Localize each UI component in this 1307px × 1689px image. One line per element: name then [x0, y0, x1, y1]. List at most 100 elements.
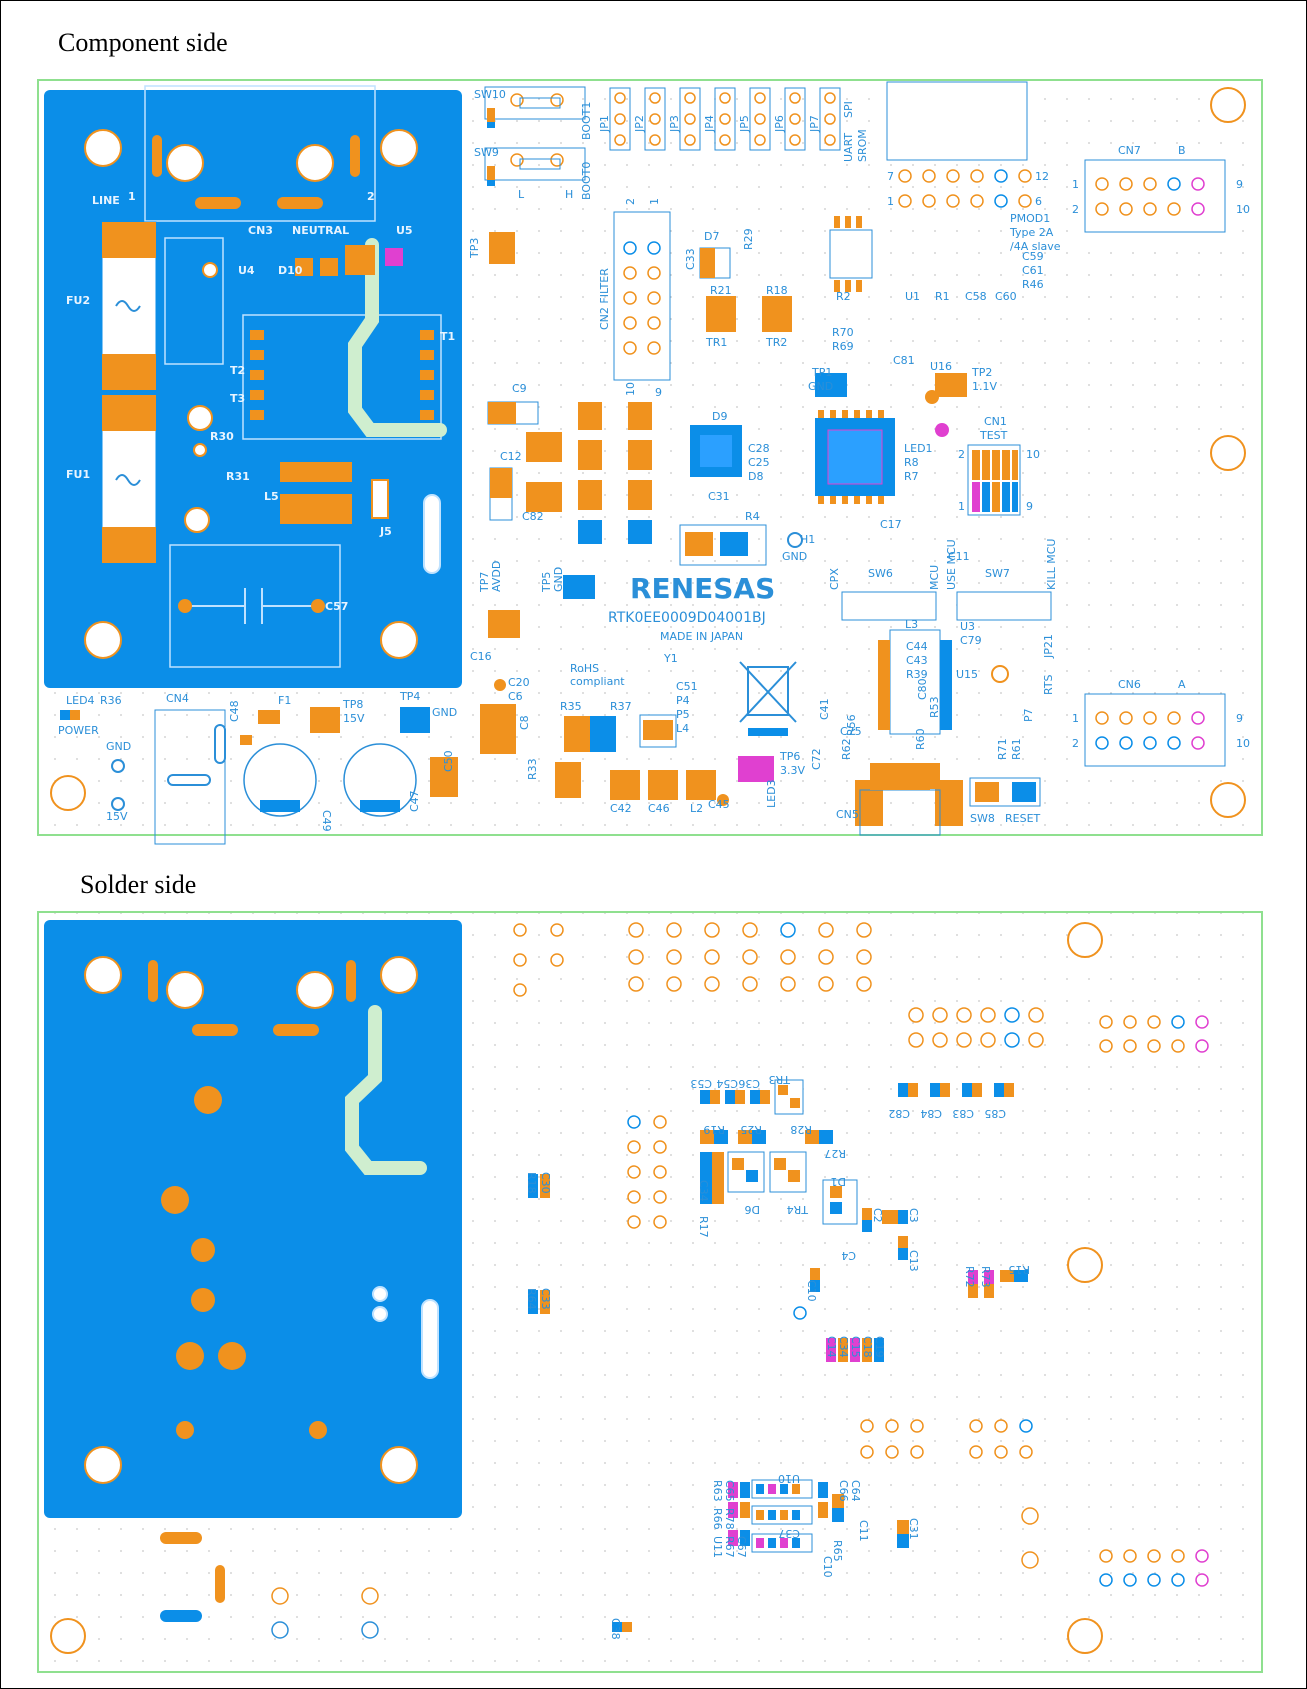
svg-text:C19: C19 — [873, 1336, 886, 1358]
svg-text:FU2: FU2 — [66, 294, 90, 307]
svg-text:C82: C82 — [888, 1107, 910, 1120]
svg-text:RoHS: RoHS — [570, 662, 599, 675]
smd-components-bottom — [528, 1079, 1028, 1632]
svg-text:SW8: SW8 — [970, 812, 995, 825]
svg-text:C79: C79 — [960, 634, 982, 647]
svg-text:R4: R4 — [745, 510, 760, 523]
svg-text:C82: C82 — [522, 510, 544, 523]
svg-text:C80: C80 — [916, 678, 929, 700]
svg-text:T2: T2 — [230, 364, 245, 377]
svg-text:R2: R2 — [836, 290, 851, 303]
svg-text:U3: U3 — [960, 620, 975, 633]
svg-text:R64: R64 — [525, 1288, 538, 1310]
svg-text:10: 10 — [624, 382, 637, 396]
svg-text:C14: C14 — [825, 1336, 838, 1358]
svg-text:R39: R39 — [906, 668, 928, 681]
svg-text:U11: U11 — [711, 1536, 724, 1558]
svg-text:Y1: Y1 — [663, 652, 678, 665]
svg-text:2: 2 — [958, 448, 965, 461]
svg-text:1: 1 — [128, 190, 136, 203]
svg-text:GND: GND — [106, 740, 131, 753]
svg-text:T1: T1 — [440, 330, 455, 343]
svg-text:R67: R67 — [723, 1536, 736, 1558]
svg-text:TP4: TP4 — [399, 690, 420, 703]
svg-text:R31: R31 — [226, 470, 250, 483]
svg-text:C60: C60 — [995, 290, 1017, 303]
svg-text:1: 1 — [1072, 712, 1079, 725]
svg-text:C75: C75 — [840, 725, 862, 738]
svg-text:P5: P5 — [676, 708, 690, 721]
svg-text:RESET: RESET — [1005, 812, 1041, 825]
solder-side-board: C53 C54 C36 C34 R19 TR3 R25 R28 R27 D6 T… — [37, 911, 1263, 1673]
svg-text:C34: C34 — [697, 1180, 710, 1202]
svg-text:C81: C81 — [893, 354, 915, 367]
svg-text:C8: C8 — [518, 715, 531, 730]
svg-text:C3: C3 — [907, 1208, 920, 1223]
svg-text:R37: R37 — [610, 700, 632, 713]
svg-text:1: 1 — [958, 500, 965, 513]
svg-text:D1: D1 — [831, 1175, 846, 1188]
svg-text:9: 9 — [1026, 500, 1033, 513]
jumper-headers — [609, 87, 841, 151]
cn1-label: CN1 — [984, 415, 1007, 428]
svg-text:R46: R46 — [1022, 278, 1044, 291]
svg-text:CN3: CN3 — [248, 224, 273, 237]
svg-text:C10: C10 — [805, 1280, 818, 1302]
svg-text:U15: U15 — [956, 668, 978, 681]
svg-text:7: 7 — [887, 170, 894, 183]
svg-text:SW6: SW6 — [868, 567, 893, 580]
svg-text:compliant: compliant — [570, 675, 625, 688]
svg-text:R71: R71 — [996, 738, 1009, 760]
svg-text:C42: C42 — [610, 802, 632, 815]
svg-text:USE MCU: USE MCU — [945, 539, 958, 590]
svg-text:C48: C48 — [228, 700, 241, 722]
pmod-label: PMOD1 — [1010, 212, 1050, 225]
svg-text:C58: C58 — [965, 290, 987, 303]
svg-text:U1: U1 — [905, 290, 920, 303]
svg-text:R1: R1 — [935, 290, 950, 303]
svg-text:KILL MCU: KILL MCU — [1045, 539, 1058, 590]
svg-text:JP1: JP1 — [598, 115, 611, 133]
svg-text:R25: R25 — [740, 1123, 762, 1136]
svg-text:12: 12 — [1035, 170, 1049, 183]
svg-text:C85: C85 — [984, 1107, 1006, 1120]
svg-text:C4: C4 — [841, 1249, 856, 1262]
svg-text:CN4: CN4 — [166, 692, 189, 705]
component-side-caption: Component side — [58, 28, 228, 57]
svg-text:FU1: FU1 — [66, 468, 90, 481]
svg-text:GND: GND — [432, 706, 457, 719]
label-neutral: NEUTRAL — [292, 224, 349, 237]
svg-text:R21: R21 — [710, 284, 732, 297]
svg-text:R15: R15 — [1008, 1263, 1030, 1276]
svg-text:JP7: JP7 — [808, 115, 821, 133]
svg-text:C25: C25 — [748, 456, 770, 469]
smd-components-top — [60, 232, 1052, 826]
svg-text:L3: L3 — [905, 618, 918, 631]
svg-text:1: 1 — [887, 195, 894, 208]
svg-text:R30: R30 — [210, 430, 234, 443]
svg-text:TP3: TP3 — [468, 238, 481, 259]
svg-text:9: 9 — [1236, 712, 1243, 725]
svg-text:C59: C59 — [1022, 250, 1044, 263]
svg-text:R27: R27 — [824, 1147, 846, 1160]
svg-text:C16: C16 — [470, 650, 492, 663]
svg-text:TR3: TR3 — [769, 1073, 791, 1086]
svg-text:C51: C51 — [676, 680, 698, 693]
svg-text:L2: L2 — [690, 802, 703, 815]
svg-text:R7: R7 — [904, 470, 919, 483]
svg-text:10: 10 — [1026, 448, 1040, 461]
svg-text:C72: C72 — [810, 748, 823, 770]
svg-text:C30: C30 — [539, 1172, 552, 1194]
svg-text:R33: R33 — [526, 758, 539, 780]
svg-text:C57: C57 — [325, 600, 348, 613]
svg-text:SROM: SROM — [856, 129, 869, 162]
svg-text:JP4: JP4 — [703, 115, 716, 133]
component-side-board: LINE 1 2 CN3 NEUTRAL U5 U4 D10 FU2 FU1 T… — [37, 79, 1263, 845]
svg-text:R8: R8 — [904, 456, 919, 469]
svg-text:C34: C34 — [837, 1336, 850, 1358]
svg-text:R69: R69 — [832, 340, 854, 353]
svg-text:C10: C10 — [821, 1556, 834, 1578]
svg-text:C28: C28 — [748, 442, 770, 455]
svg-text:C47: C47 — [408, 790, 421, 812]
